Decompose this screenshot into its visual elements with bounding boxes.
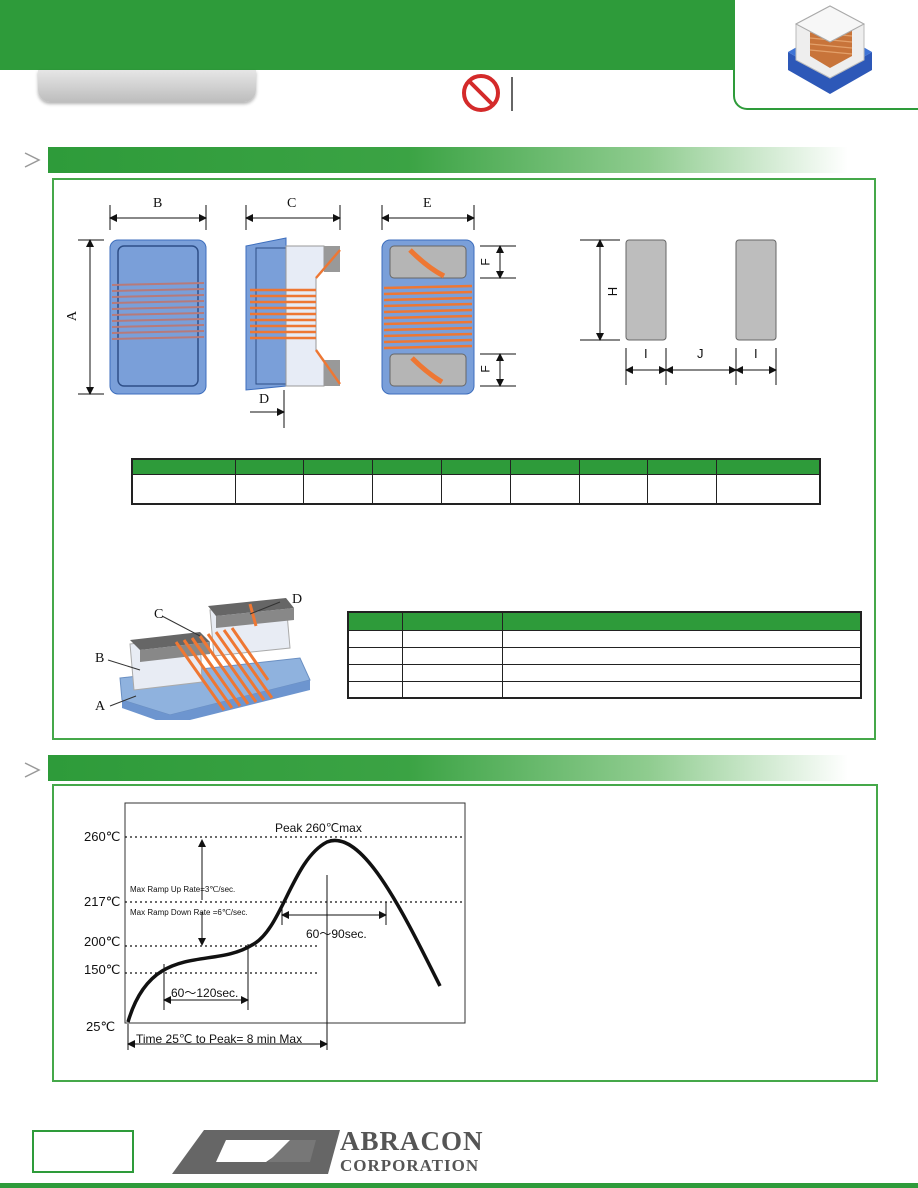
temp-label-150: 150℃ bbox=[84, 962, 121, 977]
header-cell bbox=[234, 458, 305, 475]
header-cell bbox=[372, 458, 443, 475]
footer-page-box bbox=[32, 1130, 134, 1173]
table-cell bbox=[716, 473, 821, 505]
time-to-peak-label: Time 25℃ to Peak= 8 min Max bbox=[136, 1032, 303, 1046]
table-cell bbox=[401, 646, 503, 665]
construction-table bbox=[347, 611, 862, 699]
reflow-curve bbox=[126, 838, 442, 1023]
liquidus-time-label: 60～90sec. bbox=[306, 927, 367, 941]
brand-name-line2: CORPORATION bbox=[340, 1156, 480, 1175]
header-cell bbox=[647, 458, 718, 475]
construction-label-a: A bbox=[95, 699, 106, 714]
table-cell bbox=[347, 680, 403, 699]
dim-label-e: E bbox=[423, 196, 432, 211]
table-cell bbox=[501, 629, 862, 648]
ramp-up-label: Max Ramp Up Rate=3℃/sec. bbox=[130, 885, 236, 894]
table-cell bbox=[401, 629, 503, 648]
reflow-profile-chart bbox=[124, 802, 466, 1050]
dim-label-d: D bbox=[259, 392, 270, 407]
construction-drawing bbox=[107, 598, 311, 720]
table-cell bbox=[131, 473, 236, 505]
section-bar-reflow bbox=[48, 755, 848, 781]
table-cell bbox=[441, 473, 511, 505]
table-row bbox=[347, 680, 862, 699]
header-cell bbox=[347, 611, 403, 631]
temp-label-217: 217℃ bbox=[84, 894, 121, 909]
dim-label-h: H bbox=[605, 286, 621, 297]
table-cell bbox=[303, 473, 374, 505]
temp-label-25: 25℃ bbox=[86, 1019, 116, 1034]
temp-label-200: 200℃ bbox=[84, 934, 121, 949]
dim-label-a: A bbox=[65, 310, 81, 322]
reflow-panel bbox=[52, 784, 878, 1082]
header-cell bbox=[716, 458, 821, 475]
header-cell bbox=[509, 458, 580, 475]
header-cell bbox=[441, 458, 511, 475]
brand-name-line1: ABRACON bbox=[340, 1126, 484, 1156]
table-cell bbox=[647, 473, 718, 505]
construction-label-b: B bbox=[95, 651, 105, 666]
section-arrow-icon bbox=[24, 152, 41, 168]
header-cell bbox=[401, 611, 503, 631]
section-arrow-icon bbox=[24, 762, 41, 778]
construction-label-c: C bbox=[154, 607, 164, 622]
table-cell bbox=[501, 646, 862, 665]
preheat-label: 60～120sec. bbox=[171, 986, 239, 1000]
table-row bbox=[347, 663, 862, 682]
abracon-logo-icon bbox=[172, 1130, 340, 1174]
footer-line bbox=[0, 1183, 918, 1188]
table-cell bbox=[578, 473, 649, 505]
dim-label-b: B bbox=[153, 196, 163, 211]
dimension-table-header bbox=[131, 458, 821, 475]
header-cell bbox=[578, 458, 649, 475]
product-photo bbox=[788, 5, 872, 94]
table-row bbox=[347, 646, 862, 665]
peak-label: Peak 260℃max bbox=[275, 821, 362, 835]
dimensions-panel bbox=[52, 178, 876, 740]
dim-label-j: J bbox=[697, 346, 704, 361]
brand-name: ABRACON CORPORATION bbox=[340, 1126, 484, 1175]
table-cell bbox=[372, 473, 443, 505]
dim-label-f-bottom: F bbox=[478, 365, 493, 373]
table-cell bbox=[347, 663, 403, 682]
dim-label-i-right: I bbox=[754, 346, 758, 361]
header-bar bbox=[0, 0, 733, 70]
temp-label-260: 260℃ bbox=[84, 829, 121, 844]
dim-label-c: C bbox=[287, 196, 297, 211]
table-row bbox=[347, 629, 862, 648]
table-cell bbox=[401, 663, 503, 682]
no-symbol-icon bbox=[462, 74, 513, 112]
dimension-drawing bbox=[78, 205, 777, 428]
construction-table-header bbox=[347, 611, 862, 631]
dim-label-f-top: F bbox=[478, 258, 493, 266]
construction-label-d: D bbox=[292, 592, 303, 607]
dim-label-i-left: I bbox=[644, 346, 648, 361]
table-cell bbox=[347, 629, 403, 648]
header-cell bbox=[131, 458, 236, 475]
table-cell bbox=[501, 680, 862, 699]
table-row bbox=[131, 473, 821, 505]
table-cell bbox=[509, 473, 580, 505]
section-bar-dimensions bbox=[48, 147, 848, 173]
table-cell bbox=[234, 473, 305, 505]
table-cell bbox=[347, 646, 403, 665]
dimension-table bbox=[131, 458, 821, 505]
ramp-down-label: Max Ramp Down Rate =6℃/sec. bbox=[130, 908, 248, 917]
table-cell bbox=[401, 680, 503, 699]
header-pill bbox=[38, 70, 256, 102]
header-cell bbox=[501, 611, 862, 631]
header-cell bbox=[303, 458, 374, 475]
table-cell bbox=[501, 663, 862, 682]
